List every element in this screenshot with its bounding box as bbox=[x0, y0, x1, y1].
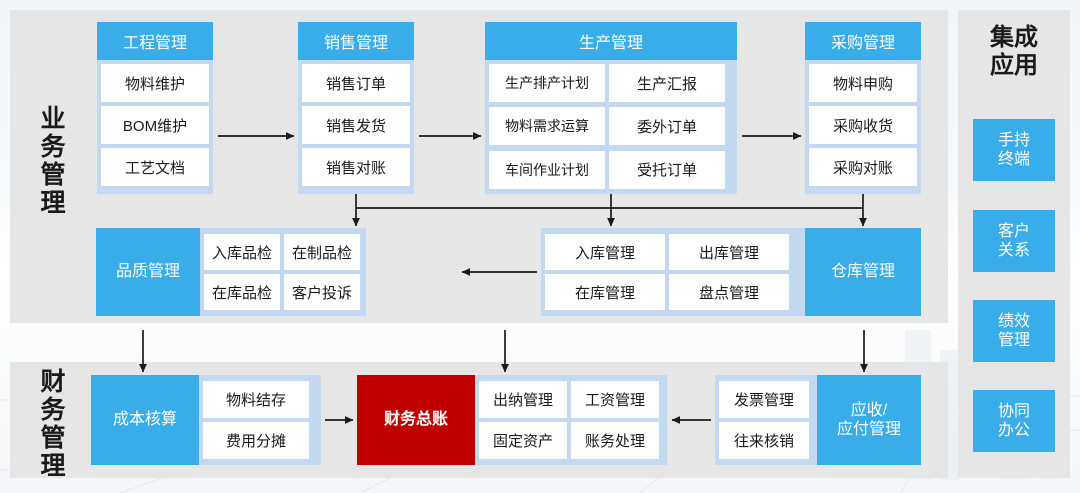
cell-purchasing-2[interactable]: 采购对账 bbox=[809, 148, 917, 186]
group-cost-header: 成本核算 bbox=[91, 375, 199, 465]
cell-ledger-3[interactable]: 账务处理 bbox=[571, 422, 659, 459]
cell-ledger-2[interactable]: 固定资产 bbox=[479, 422, 567, 459]
cell-quality-3[interactable]: 客户投诉 bbox=[284, 274, 360, 310]
cell-cost-0[interactable]: 物料结存 bbox=[203, 381, 309, 418]
cell-production-1[interactable]: 生产汇报 bbox=[609, 64, 725, 102]
group-quality-header: 品质管理 bbox=[96, 228, 200, 316]
group-warehouse-header: 仓库管理 bbox=[805, 228, 921, 316]
group-quality[interactable]: 品质管理 入库品检 在制品检 在库品检 客户投诉 bbox=[96, 228, 366, 316]
group-purchasing-header: 采购管理 bbox=[805, 22, 921, 60]
group-production[interactable]: 生产管理 生产排产计划 生产汇报 物料需求运算 委外订单 车间作业计划 受托订单 bbox=[485, 22, 737, 194]
group-purchasing[interactable]: 采购管理 物料申购 采购收货 采购对账 bbox=[805, 22, 921, 194]
app-button-performance-management[interactable]: 绩效管理 bbox=[973, 300, 1055, 362]
cell-warehouse-3[interactable]: 盘点管理 bbox=[669, 274, 789, 310]
group-engineering[interactable]: 工程管理 物料维护 BOM维护 工艺文档 bbox=[97, 22, 213, 194]
cell-engineering-2[interactable]: 工艺文档 bbox=[101, 148, 209, 186]
cell-purchasing-0[interactable]: 物料申购 bbox=[809, 64, 917, 102]
cell-sales-2[interactable]: 销售对账 bbox=[302, 148, 410, 186]
finance-section-label: 财务管理 bbox=[40, 368, 66, 480]
cell-quality-0[interactable]: 入库品检 bbox=[204, 234, 280, 270]
cell-production-0[interactable]: 生产排产计划 bbox=[489, 64, 605, 102]
cell-engineering-0[interactable]: 物料维护 bbox=[101, 64, 209, 102]
cell-quality-2[interactable]: 在库品检 bbox=[204, 274, 280, 310]
cell-warehouse-0[interactable]: 入库管理 bbox=[545, 234, 665, 270]
cell-production-5[interactable]: 受托订单 bbox=[609, 150, 725, 189]
group-production-header: 生产管理 bbox=[485, 22, 737, 60]
app-button-collaborative-office[interactable]: 协同办公 bbox=[973, 390, 1055, 452]
app-button-handheld-terminal[interactable]: 手持终端 bbox=[973, 119, 1055, 181]
business-section-label: 业务管理 bbox=[40, 105, 66, 217]
cell-production-2[interactable]: 物料需求运算 bbox=[489, 107, 605, 146]
cell-sales-0[interactable]: 销售订单 bbox=[302, 64, 410, 102]
group-receivable[interactable]: 发票管理 往来核销 应收/应付管理 bbox=[715, 375, 921, 465]
app-button-customer-relations[interactable]: 客户关系 bbox=[973, 210, 1055, 272]
cell-receivable-0[interactable]: 发票管理 bbox=[719, 381, 809, 418]
cell-production-4[interactable]: 车间作业计划 bbox=[489, 150, 605, 189]
group-sales-header: 销售管理 bbox=[298, 22, 414, 60]
cell-warehouse-2[interactable]: 在库管理 bbox=[545, 274, 665, 310]
group-ledger-header: 财务总账 bbox=[357, 375, 475, 465]
group-ledger[interactable]: 财务总账 出纳管理 工资管理 固定资产 账务处理 bbox=[357, 375, 667, 465]
group-engineering-header: 工程管理 bbox=[97, 22, 213, 60]
cell-warehouse-1[interactable]: 出库管理 bbox=[669, 234, 789, 270]
group-receivable-header: 应收/应付管理 bbox=[817, 375, 921, 465]
cell-engineering-1[interactable]: BOM维护 bbox=[101, 106, 209, 144]
cell-production-3[interactable]: 委外订单 bbox=[609, 107, 725, 146]
cell-quality-1[interactable]: 在制品检 bbox=[284, 234, 360, 270]
group-sales[interactable]: 销售管理 销售订单 销售发货 销售对账 bbox=[298, 22, 414, 194]
cell-ledger-1[interactable]: 工资管理 bbox=[571, 381, 659, 418]
apps-section-title: 集成应用 bbox=[990, 24, 1038, 79]
group-warehouse[interactable]: 入库管理 出库管理 在库管理 盘点管理 仓库管理 bbox=[541, 228, 921, 316]
cell-cost-1[interactable]: 费用分摊 bbox=[203, 422, 309, 459]
cell-sales-1[interactable]: 销售发货 bbox=[302, 106, 410, 144]
cell-purchasing-1[interactable]: 采购收货 bbox=[809, 106, 917, 144]
group-cost[interactable]: 成本核算 物料结存 费用分摊 bbox=[91, 375, 321, 465]
cell-receivable-1[interactable]: 往来核销 bbox=[719, 422, 809, 459]
cell-ledger-0[interactable]: 出纳管理 bbox=[479, 381, 567, 418]
